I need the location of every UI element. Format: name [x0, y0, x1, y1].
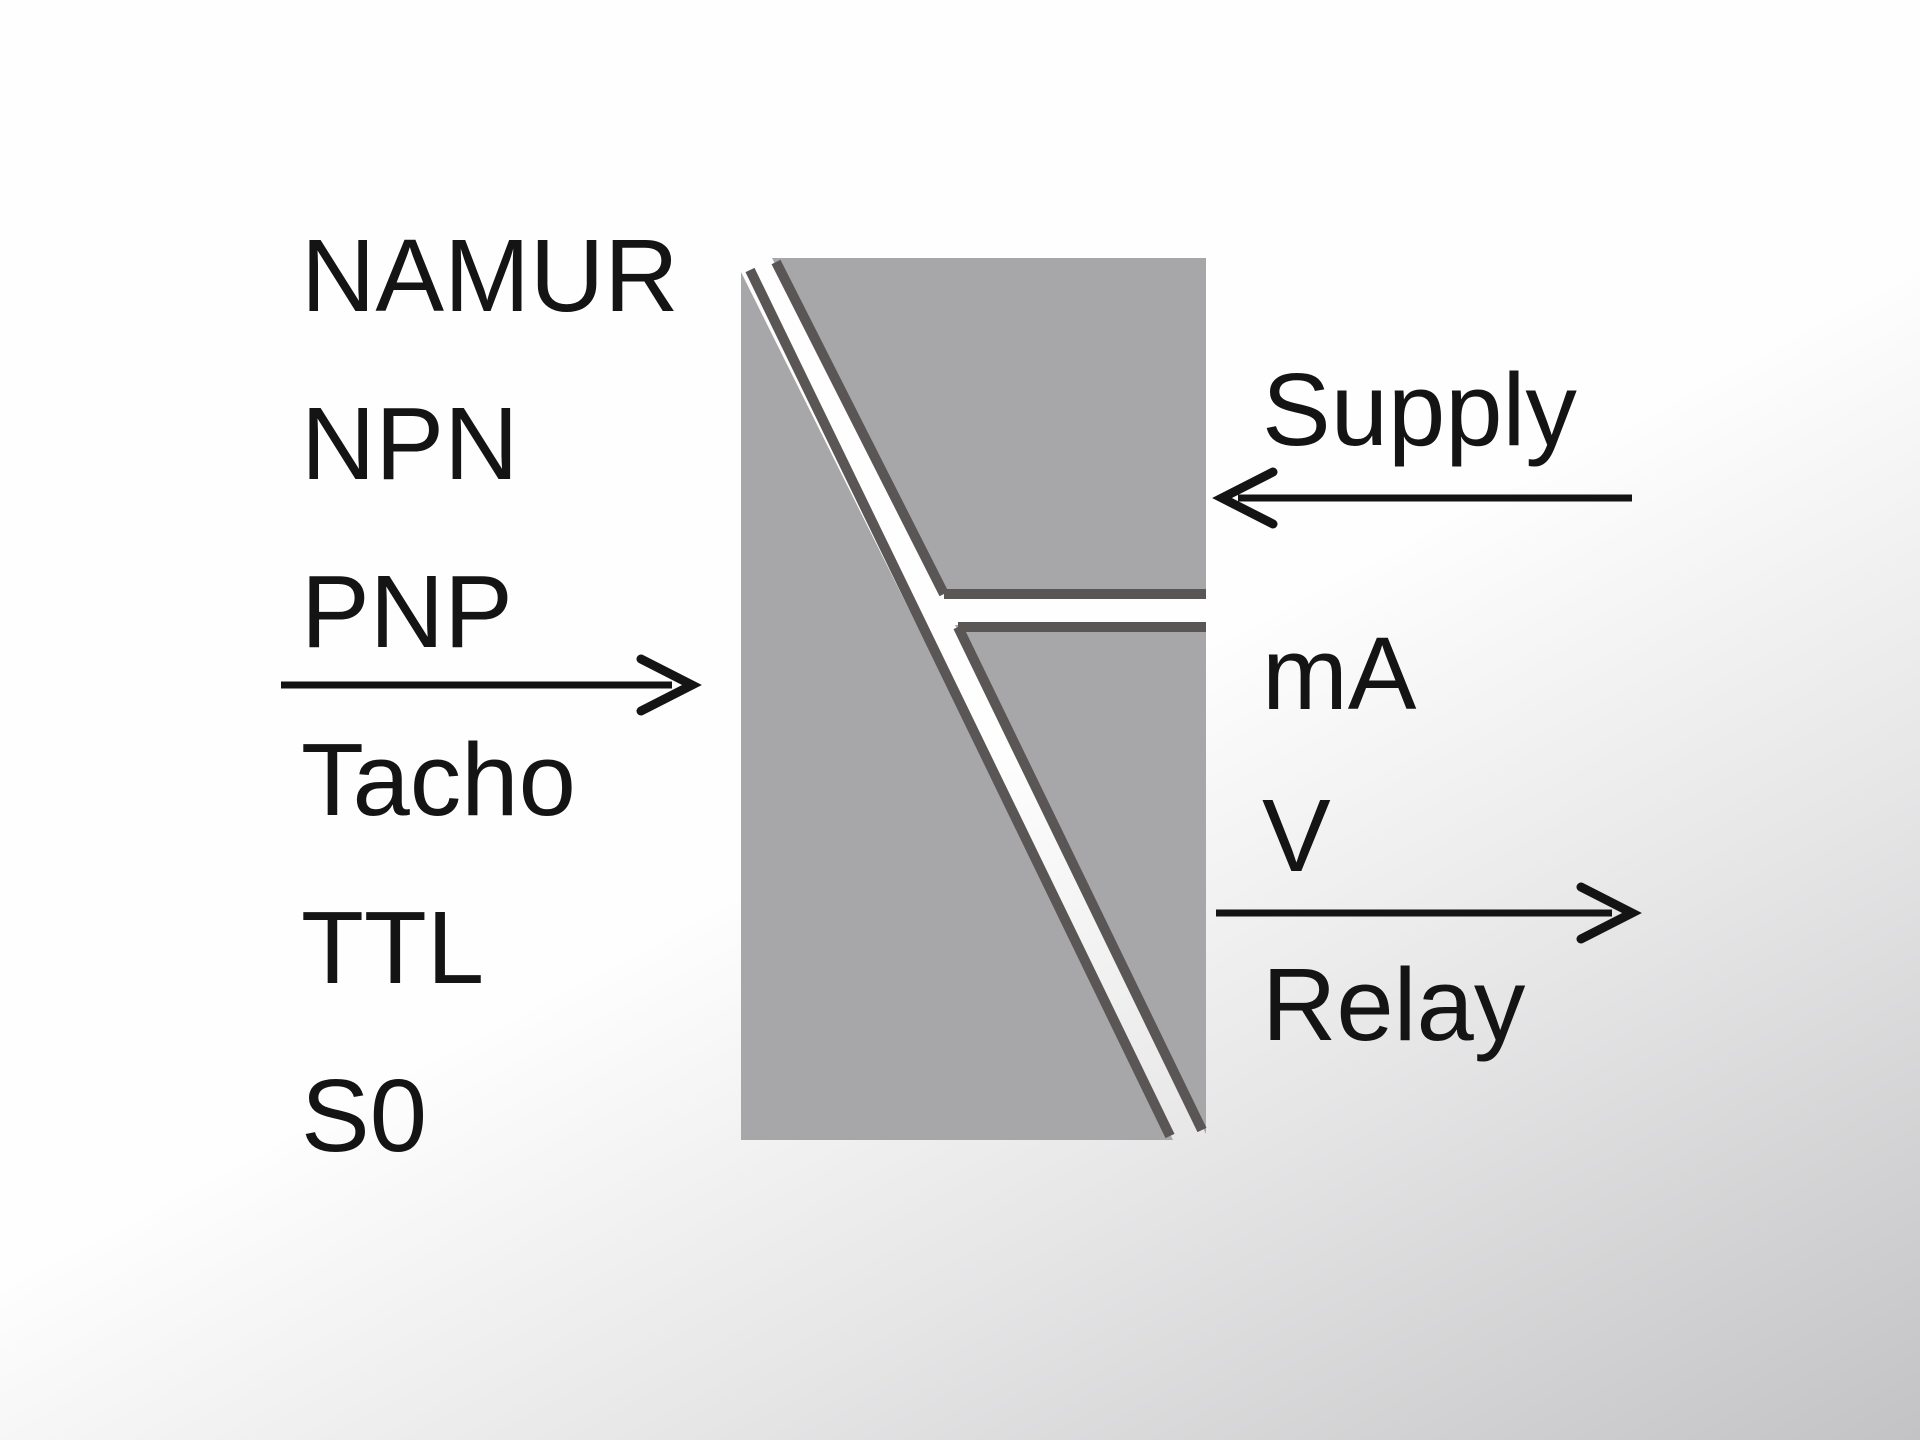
output-arrow-icon — [1216, 882, 1642, 944]
input-arrow-icon — [281, 654, 702, 716]
input-label-s0: S0 — [301, 1058, 427, 1173]
input-label-npn: NPN — [301, 386, 518, 501]
output-label-relay: Relay — [1262, 947, 1526, 1062]
supply-label: Supply — [1262, 352, 1577, 467]
output-labels: mA V Relay — [1262, 616, 1526, 1062]
input-label-pnp: PNP — [301, 554, 513, 669]
isolation-divider — [745, 259, 1207, 1139]
input-label-namur: NAMUR — [301, 218, 679, 333]
input-labels: NAMUR NPN PNP Tacho TTL S0 — [301, 218, 679, 1173]
block-supply-section — [772, 258, 1206, 592]
supply-arrow-icon — [1212, 467, 1632, 529]
output-label-v: V — [1262, 778, 1331, 893]
output-label-ma: mA — [1262, 616, 1417, 731]
input-label-tacho: Tacho — [301, 722, 576, 837]
input-label-ttl: TTL — [301, 890, 484, 1005]
